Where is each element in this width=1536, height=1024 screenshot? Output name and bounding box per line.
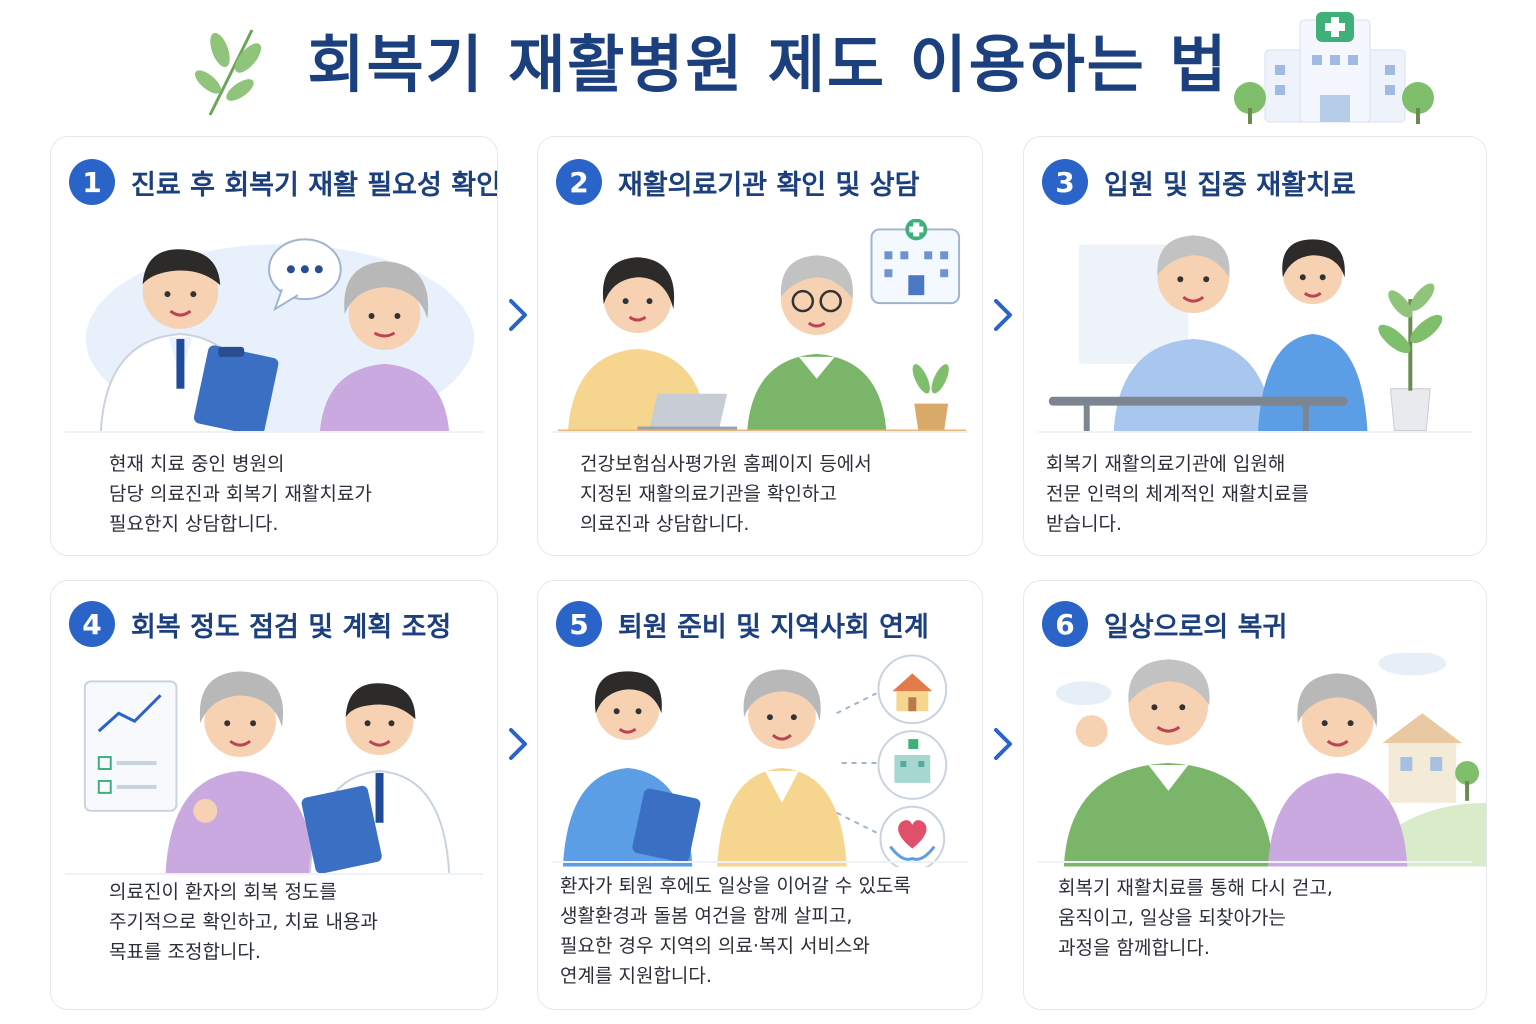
progress-chart-icon xyxy=(83,680,178,812)
step-description: 회복기 재활치료를 통해 다시 걷고, 움직이고, 일상을 되찾아가는 과정을 … xyxy=(1058,873,1466,963)
step-number: 1 xyxy=(69,159,115,205)
chevron-right-icon xyxy=(509,728,527,760)
step-card-1: 1 진료 후 회복기 재활 필요성 확인 현재 xyxy=(50,136,498,556)
leaf-icon xyxy=(194,29,262,116)
heart-hands-icon xyxy=(879,805,946,867)
description-line: 회복기 재활의료기관에 입원해 xyxy=(1046,453,1286,475)
elderly-man-icon xyxy=(1113,235,1273,433)
description-line: 의료진이 환자의 회복 정도를 xyxy=(109,881,337,903)
step-title: 재활의료기관 확인 및 상담 xyxy=(618,169,920,201)
divider xyxy=(1038,861,1472,863)
step-number: 4 xyxy=(69,601,115,647)
step-card-6: 6 일상으로의 복귀 xyxy=(1023,580,1487,1010)
review-illustration xyxy=(83,671,451,875)
step-title: 일상으로의 복귀 xyxy=(1104,611,1288,643)
doctor-icon xyxy=(99,249,279,433)
step-number: 5 xyxy=(556,601,602,647)
nurse-icon xyxy=(562,671,701,867)
step-description: 환자가 퇴원 후에도 일상을 이어갈 수 있도록 생활환경과 돌봄 여건을 함께… xyxy=(560,871,962,991)
chevron-right-icon xyxy=(509,299,527,331)
description-line: 목표를 조정합니다. xyxy=(109,941,261,963)
step-card-5: 5 퇴원 준비 및 지역사회 연계 xyxy=(537,580,983,1010)
description-line: 회복기 재활치료를 통해 다시 걷고, xyxy=(1058,877,1333,899)
description-line: 필요한지 상담합니다. xyxy=(109,513,279,535)
divider xyxy=(65,873,483,875)
nurse-icon xyxy=(1257,239,1368,433)
elderly-man-icon xyxy=(1063,659,1273,867)
step-title: 입원 및 집중 재활치료 xyxy=(1104,169,1356,201)
page-title: 회복기 재활병원 제도 이용하는 법 xyxy=(307,28,1229,101)
return-home-illustration xyxy=(1055,653,1486,867)
elderly-man-icon xyxy=(747,255,887,433)
house-icon xyxy=(877,654,948,725)
consultation-illustration xyxy=(557,219,967,433)
description-line: 지정된 재활의료기관을 확인하고 xyxy=(580,483,837,505)
step-title: 퇴원 준비 및 지역사회 연계 xyxy=(618,611,929,643)
description-line: 전문 인력의 체계적인 재활치료를 xyxy=(1046,483,1309,505)
description-line: 움직이고, 일상을 되찾아가는 xyxy=(1058,907,1286,929)
step-description: 현재 치료 중인 병원의 담당 의료진과 회복기 재활치료가 필요한지 상담합니… xyxy=(109,449,477,539)
description-line: 건강보험심사평가원 홈페이지 등에서 xyxy=(580,453,872,475)
description-line: 생활환경과 돌봄 여건을 함께 살피고, xyxy=(560,905,853,927)
house-icon xyxy=(1382,713,1463,803)
description-line: 연계를 지원합니다. xyxy=(560,965,712,987)
elderly-woman-icon xyxy=(1267,673,1408,867)
hospital-icon xyxy=(1234,12,1434,124)
step-number: 3 xyxy=(1042,159,1088,205)
description-line: 현재 치료 중인 병원의 xyxy=(109,453,285,475)
description-line: 과정을 함께합니다. xyxy=(1058,937,1210,959)
step-number: 2 xyxy=(556,159,602,205)
step-description: 건강보험심사평가원 홈페이지 등에서 지정된 재활의료기관을 확인하고 의료진과… xyxy=(580,449,962,539)
hospital-icon xyxy=(870,219,961,305)
elderly-woman-icon xyxy=(717,669,847,867)
description-line: 주기적으로 확인하고, 치료 내용과 xyxy=(109,911,378,933)
tree-icon xyxy=(1455,760,1480,801)
rehab-illustration xyxy=(1048,235,1443,433)
step-description: 회복기 재활의료기관에 입원해 전문 인력의 체계적인 재활치료를 받습니다. xyxy=(1046,449,1466,539)
step-title: 진료 후 회복기 재활 필요성 확인 xyxy=(131,169,498,201)
divider xyxy=(65,431,483,433)
description-line: 필요한 경우 지역의 의료·복지 서비스와 xyxy=(560,935,870,957)
elderly-woman-icon xyxy=(319,261,450,433)
discharge-illustration xyxy=(562,654,948,867)
chevron-right-icon xyxy=(994,299,1012,331)
doctor-icon xyxy=(301,683,451,875)
divider xyxy=(1038,431,1472,433)
step-card-3: 3 입원 및 집중 재활치료 xyxy=(1023,136,1487,556)
divider xyxy=(552,861,968,863)
plant-icon xyxy=(1378,283,1443,432)
step-card-4: 4 회복 정도 점검 및 계획 조정 xyxy=(50,580,498,1010)
plant-icon xyxy=(912,364,949,431)
elderly-woman-icon xyxy=(165,671,315,875)
step-title: 회복 정도 점검 및 계획 조정 xyxy=(131,611,452,643)
divider xyxy=(552,431,968,433)
description-line: 환자가 퇴원 후에도 일상을 이어갈 수 있도록 xyxy=(560,875,911,897)
description-line: 담당 의료진과 회복기 재활치료가 xyxy=(109,483,372,505)
step-number: 6 xyxy=(1042,601,1088,647)
step-description: 의료진이 환자의 회복 정도를 주기적으로 확인하고, 치료 내용과 목표를 조… xyxy=(109,877,477,967)
speech-bubble-icon xyxy=(268,238,342,312)
clinic-icon xyxy=(877,730,948,800)
parallel-bars-icon xyxy=(1048,396,1348,433)
consultation-illustration xyxy=(85,238,475,433)
chevron-right-icon xyxy=(994,728,1012,760)
description-line: 받습니다. xyxy=(1046,513,1122,535)
description-line: 의료진과 상담합니다. xyxy=(580,513,750,535)
step-card-2: 2 재활의료기관 확인 및 상담 xyxy=(537,136,983,556)
